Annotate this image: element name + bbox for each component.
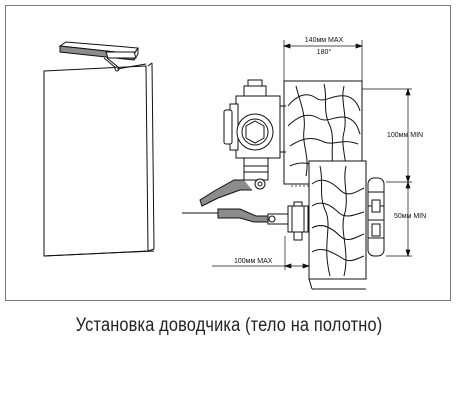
door-perspective: [43, 41, 155, 257]
dim-right-lower-min: 50мм MIN: [394, 213, 426, 220]
closer-arm-lower: [182, 201, 309, 241]
door-section-wood: [308, 160, 367, 290]
dimension-lines: [212, 40, 412, 270]
closer-top-view: [199, 79, 286, 207]
installation-diagram: 140мм MAX 180° 100мм MIN 50мм MIN 100мм …: [43, 37, 426, 290]
caption: Установка доводчика (тело на полотно): [75, 315, 383, 336]
dim-right-min: 100мм MIN: [387, 132, 423, 139]
dim-top-max: 140мм MAX: [305, 37, 344, 44]
hinge: [367, 177, 385, 257]
dim-angle: 180°: [317, 48, 332, 56]
closer-body-perspective: [58, 41, 147, 72]
diagram-frame: 140мм MAX 180° 100мм MIN 50мм MIN 100мм …: [5, 5, 451, 301]
dim-bottom-max: 100мм MAX: [234, 258, 273, 265]
